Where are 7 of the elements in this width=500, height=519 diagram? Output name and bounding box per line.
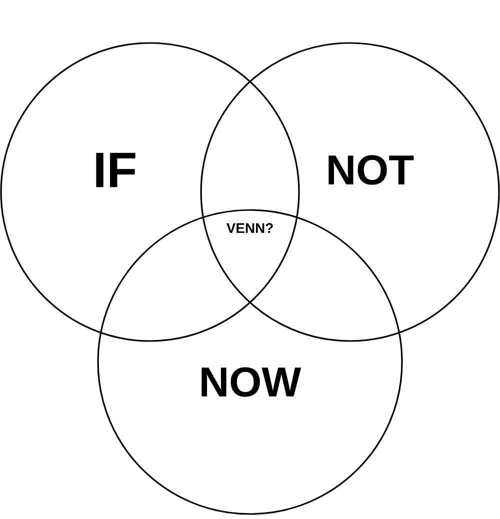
intersection-label: VENN? <box>226 223 273 233</box>
venn-circle <box>97 209 403 515</box>
circle-label: NOW <box>202 367 302 397</box>
venn-circle <box>200 42 500 342</box>
venn-circle <box>0 42 300 342</box>
circle-label: NOT <box>328 155 414 185</box>
circle-label: IF <box>96 152 136 188</box>
